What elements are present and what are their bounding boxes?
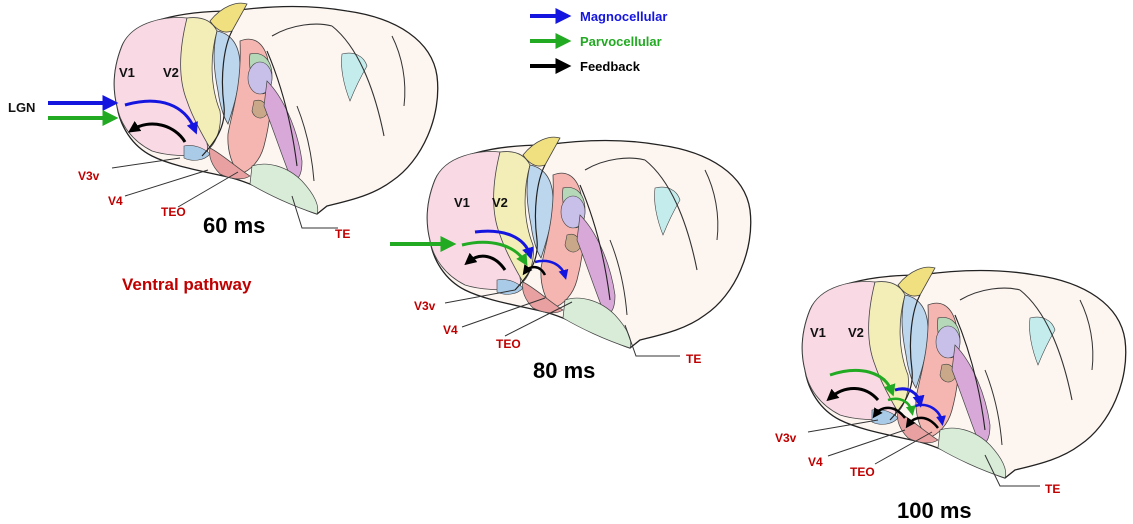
label-v3v: V3v: [775, 431, 797, 445]
label-v1: V1: [454, 195, 470, 210]
panel-100ms: V1 V2 V3v V4 TEO TE 100 ms: [775, 267, 1126, 523]
label-te: TE: [335, 227, 350, 241]
label-v4: V4: [443, 323, 458, 337]
label-v4: V4: [808, 455, 823, 469]
label-teo: TEO: [496, 337, 521, 351]
label-v3v: V3v: [414, 299, 436, 313]
label-lgn: LGN: [8, 100, 35, 115]
label-teo: TEO: [850, 465, 875, 479]
pathway-title: Ventral pathway: [122, 275, 252, 294]
label-teo: TEO: [161, 205, 186, 219]
brain-outline-1: [114, 3, 437, 214]
legend: Magnocellular Parvocellular Feedback: [530, 9, 667, 74]
label-te: TE: [1045, 482, 1060, 496]
label-v2: V2: [163, 65, 179, 80]
label-v4: V4: [108, 194, 123, 208]
time-label: 60 ms: [203, 213, 265, 238]
label-v1: V1: [119, 65, 135, 80]
legend-magno: Magnocellular: [580, 9, 667, 24]
label-te: TE: [686, 352, 701, 366]
legend-feedback: Feedback: [580, 59, 641, 74]
label-v2: V2: [848, 325, 864, 340]
label-v2: V2: [492, 195, 508, 210]
legend-parvo: Parvocellular: [580, 34, 662, 49]
panel-60ms: V1 V2 LGN V3v V4 TEO TE 60 ms: [8, 3, 438, 241]
time-label: 80 ms: [533, 358, 595, 383]
label-v1: V1: [810, 325, 826, 340]
label-v3v: V3v: [78, 169, 100, 183]
panel-80ms: V1 V2 V3v V4 TEO TE 80 ms: [390, 137, 751, 383]
brain-outline-3: [802, 267, 1125, 478]
time-label: 100 ms: [897, 498, 972, 523]
